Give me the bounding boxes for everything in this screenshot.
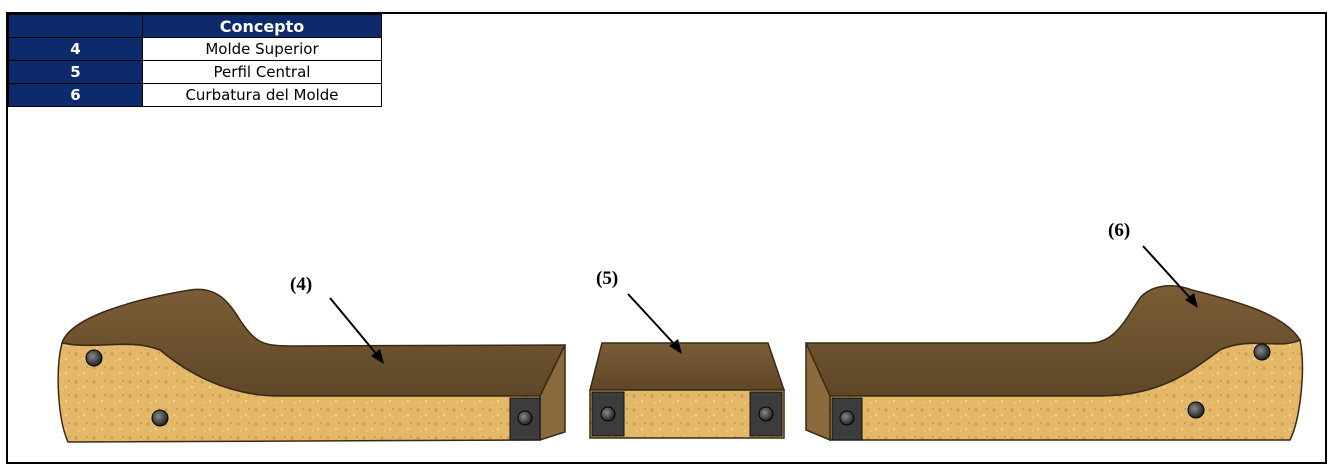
part-6-curbatura-del-molde <box>804 285 1304 442</box>
table-row: 5 Perfil Central <box>8 60 382 84</box>
part-4-molde-superior <box>57 288 567 443</box>
row-concept: Perfil Central <box>142 60 382 84</box>
callout-5-arrow <box>627 293 677 347</box>
callout-4: (4) <box>290 274 312 295</box>
concept-legend-table: Concepto 4 Molde Superior 5 Perfil Centr… <box>8 14 382 107</box>
table-header-row: Concepto <box>8 14 382 38</box>
callout-5-arrowhead <box>669 339 682 354</box>
callout-6: (6) <box>1108 220 1130 241</box>
callout-6-arrowhead <box>1185 293 1198 308</box>
callout-5: (5) <box>596 268 618 289</box>
part-5-perfil-central <box>589 342 786 439</box>
header-blank-cell <box>8 14 143 38</box>
row-concept: Curbatura del Molde <box>142 83 382 107</box>
row-number: 6 <box>8 83 143 107</box>
table-row: 6 Curbatura del Molde <box>8 83 382 107</box>
row-concept: Molde Superior <box>142 37 382 61</box>
callout-4-arrow <box>329 297 379 357</box>
callout-4-arrowhead <box>371 349 384 364</box>
header-concepto: Concepto <box>142 14 382 38</box>
row-number: 5 <box>8 60 143 84</box>
table-row: 4 Molde Superior <box>8 37 382 61</box>
row-number: 4 <box>8 37 143 61</box>
callout-6-arrow <box>1142 245 1193 301</box>
